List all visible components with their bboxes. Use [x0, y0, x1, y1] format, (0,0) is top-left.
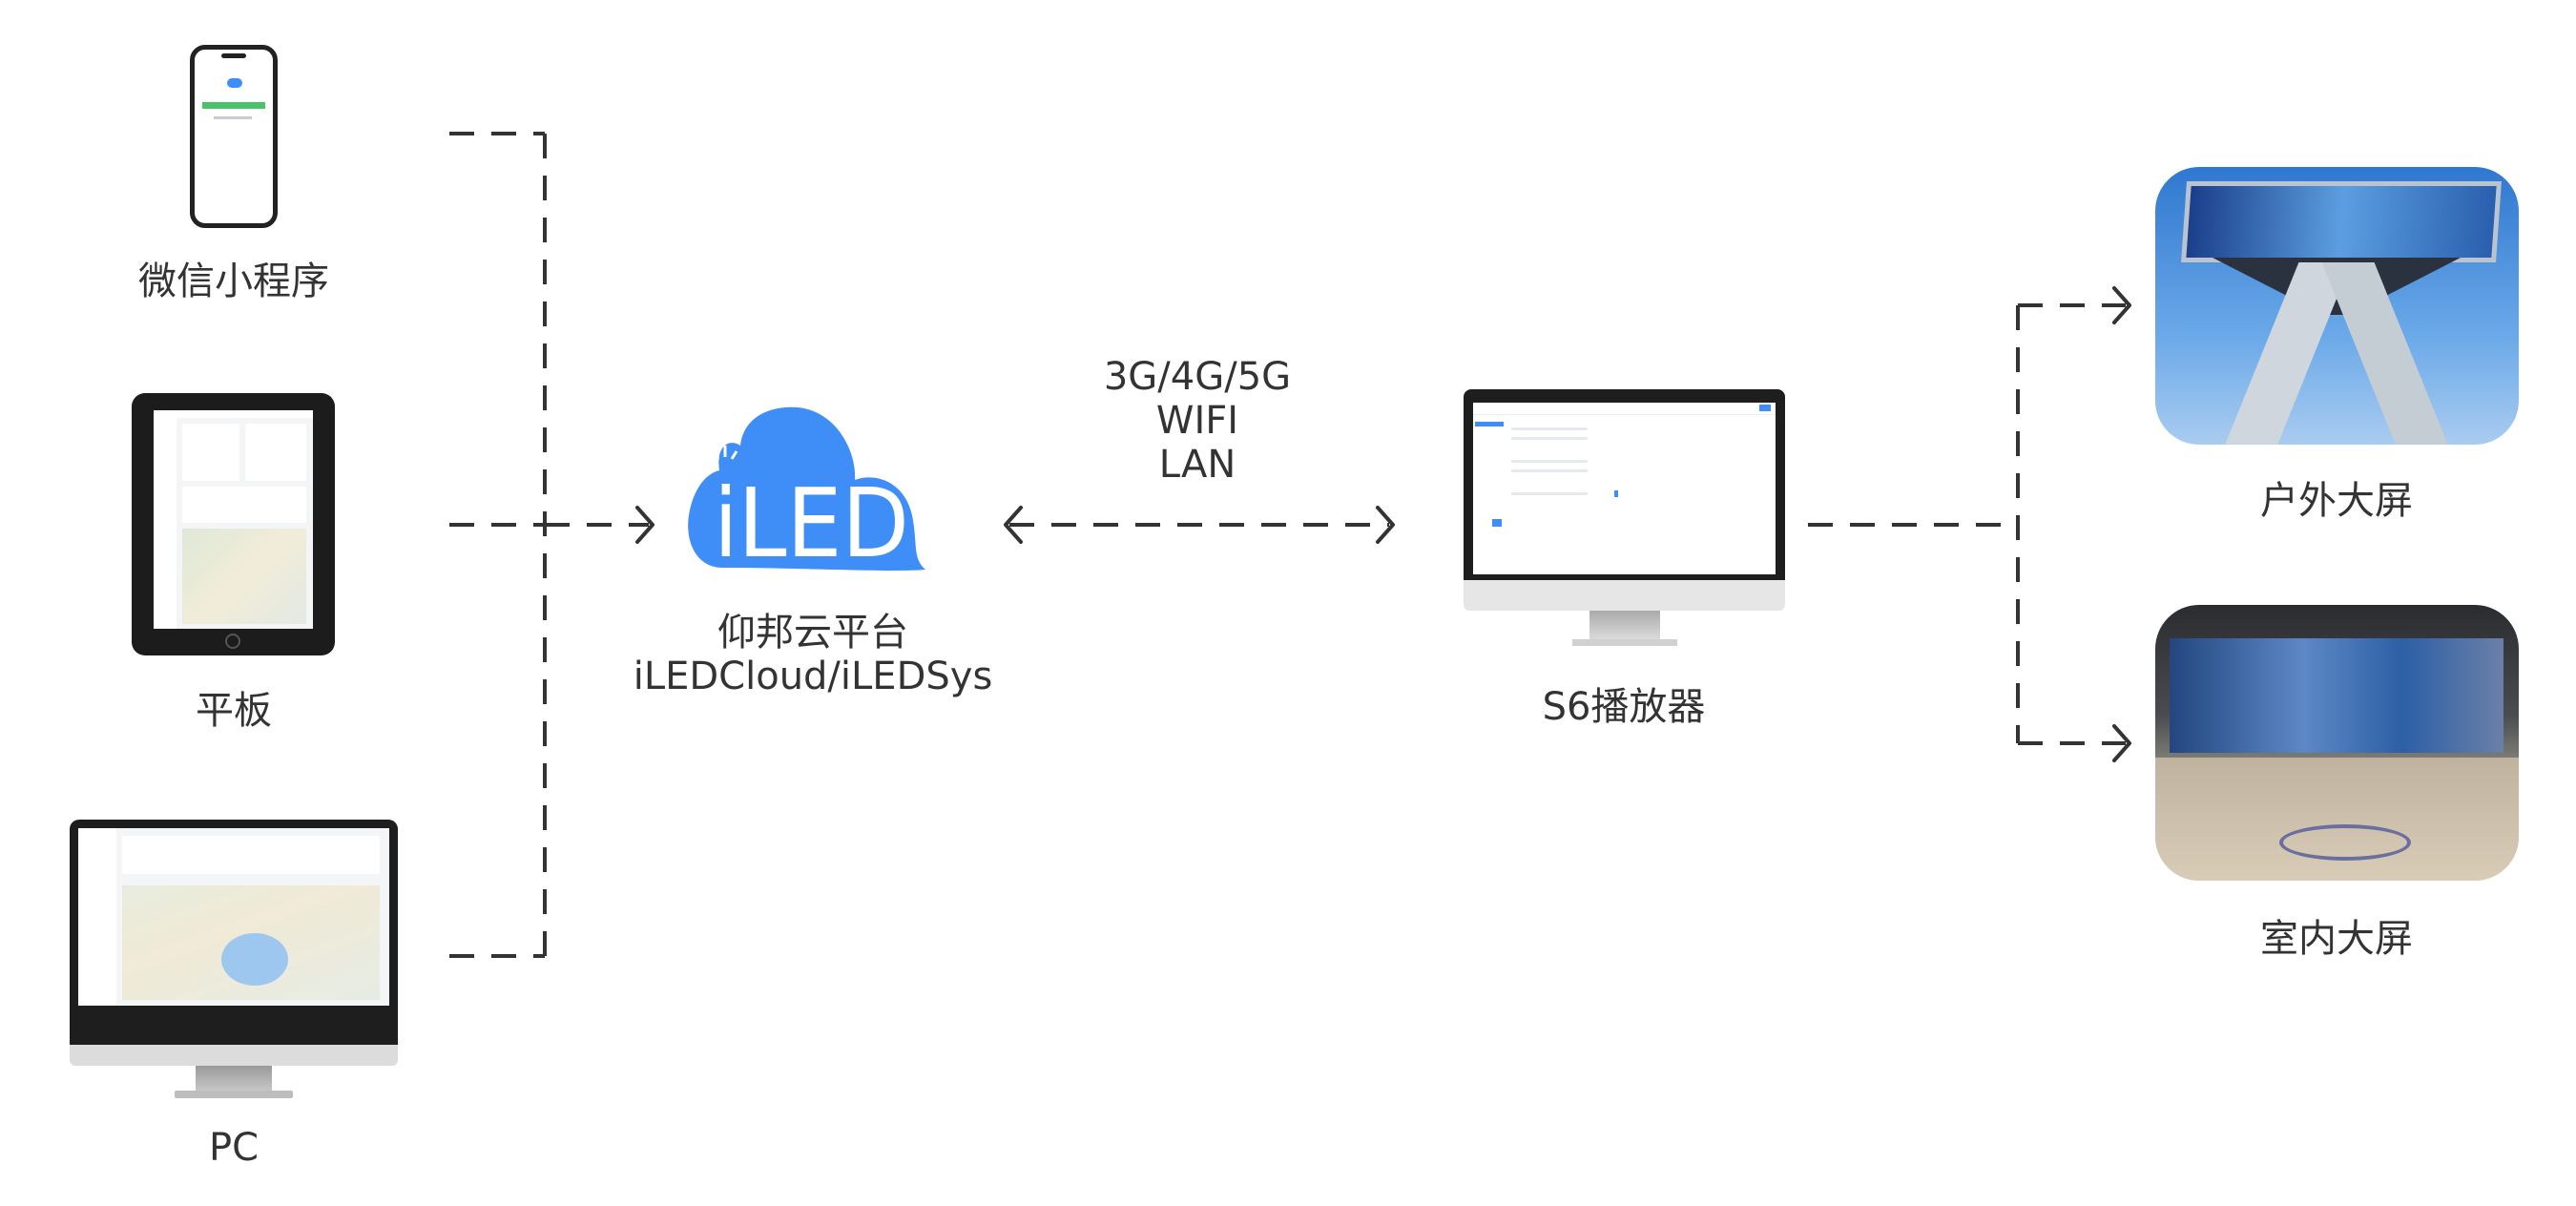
cloud-icon [227, 78, 242, 88]
mini-program-label: 微信小程序 [138, 260, 329, 303]
player-label: S6播放器 [1542, 685, 1706, 729]
arrow-head-left [1004, 506, 1023, 544]
pc-monitor [70, 820, 398, 1098]
outdoor-screen-label: 户外大屏 [2260, 479, 2413, 523]
arrow-head-to-cloud [635, 506, 654, 544]
outdoor-screen-photo [2155, 167, 2519, 445]
network-label-lan: LAN [1158, 443, 1236, 487]
arrow-head-outdoor [2112, 286, 2131, 324]
platform-name: 仰邦云平台 [717, 611, 908, 655]
indoor-screen-label: 室内大屏 [2260, 917, 2413, 961]
tablet-device [132, 393, 335, 655]
s6-player-monitor [1464, 389, 1785, 648]
network-label-wifi: WIFI [1155, 399, 1239, 443]
platform-subtitle: iLEDCloud/iLEDSys [633, 655, 993, 698]
arrow-head-right [1376, 506, 1395, 544]
iled-cloud-logo: iLED [688, 406, 925, 573]
arrow-head-indoor [2112, 724, 2131, 762]
pc-label: PC [208, 1126, 260, 1170]
tablet-label: 平板 [196, 689, 272, 733]
indoor-screen-photo [2155, 605, 2519, 881]
logo-text: iLED [714, 468, 909, 573]
network-label-cellular: 3G/4G/5G [1103, 355, 1292, 399]
phone-device [190, 45, 278, 228]
light-rays-icon [712, 446, 738, 460]
